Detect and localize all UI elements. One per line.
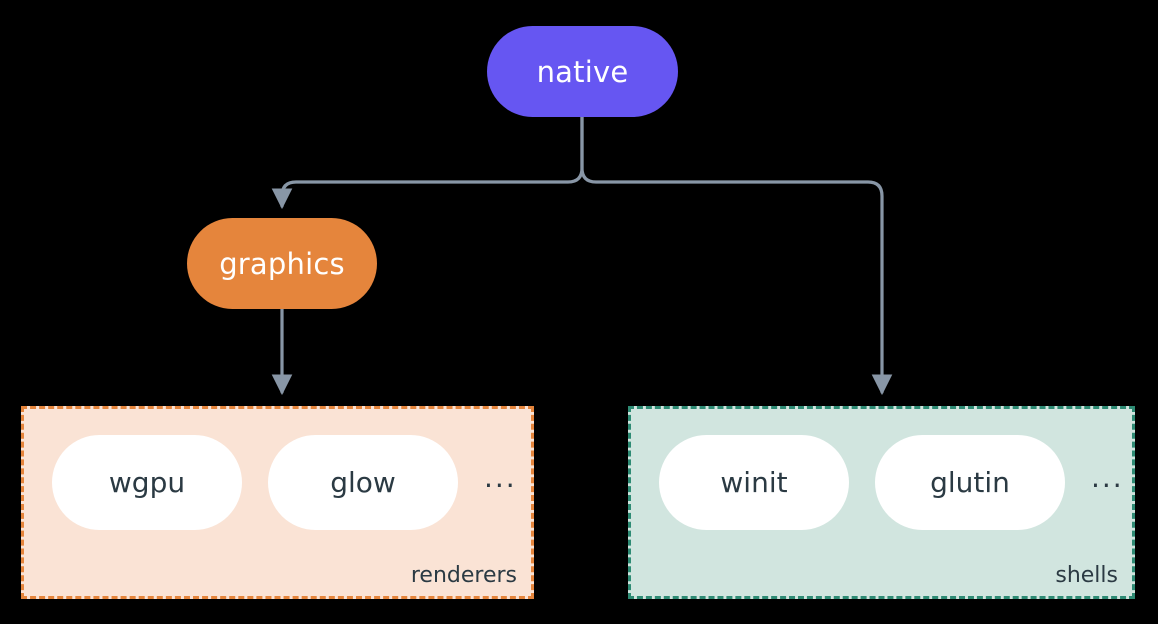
edge-native-to-graphics	[271, 115, 584, 210]
pill-label: wgpu	[108, 466, 186, 499]
pill-label: glow	[330, 466, 396, 499]
list-item[interactable]: winit	[659, 435, 849, 530]
edge-native-to-shells	[580, 115, 893, 396]
cluster-renderers-label: renderers	[410, 563, 517, 588]
cluster-shells[interactable]: winit glutin ... shells	[628, 406, 1135, 599]
node-native[interactable]: native	[487, 26, 678, 117]
list-item[interactable]: glutin	[875, 435, 1065, 530]
cluster-shells-items: winit glutin ...	[659, 435, 1124, 530]
cluster-shells-label: shells	[1055, 563, 1118, 588]
overflow-ellipsis: ...	[484, 461, 517, 494]
pill-label: winit	[720, 466, 788, 499]
list-item[interactable]: wgpu	[52, 435, 242, 530]
node-graphics-label: graphics	[219, 246, 345, 281]
node-graphics[interactable]: graphics	[187, 218, 377, 309]
pill-label: glutin	[930, 466, 1010, 499]
overflow-ellipsis: ...	[1091, 461, 1124, 494]
cluster-renderers-items: wgpu glow ...	[52, 435, 517, 530]
cluster-renderers[interactable]: wgpu glow ... renderers	[21, 406, 534, 599]
node-native-label: native	[536, 54, 629, 89]
list-item[interactable]: glow	[268, 435, 458, 530]
